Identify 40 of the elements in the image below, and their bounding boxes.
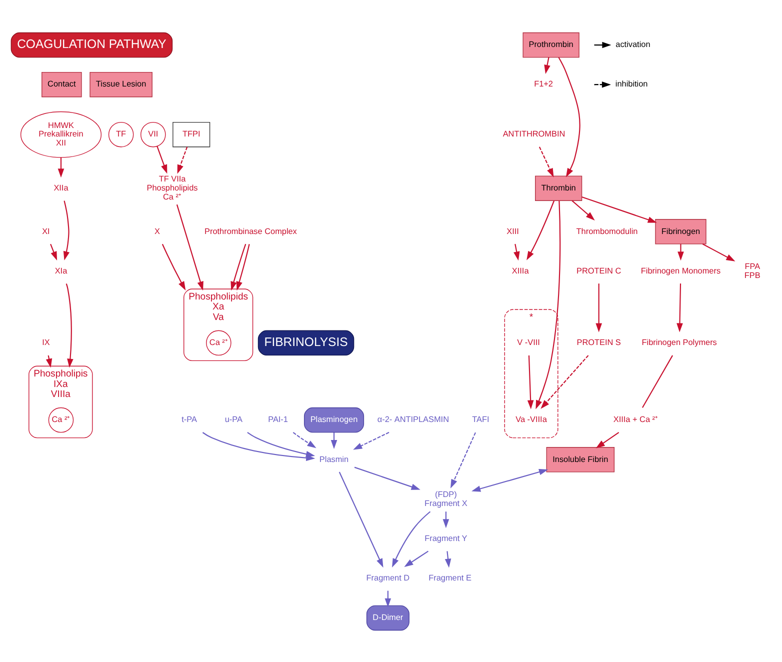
arrow — [572, 200, 595, 220]
arrow — [514, 243, 520, 260]
arrow — [58, 156, 64, 178]
arrow — [236, 243, 250, 290]
connector — [642, 354, 674, 408]
arrow — [540, 354, 589, 408]
arrow — [450, 432, 476, 488]
arrow — [404, 550, 429, 567]
arrow — [63, 200, 70, 260]
node-label: * — [529, 311, 534, 322]
node-box: FIBRINOLYSIS — [258, 330, 354, 356]
arrow — [392, 510, 431, 568]
arrow — [353, 431, 390, 450]
arrow — [292, 432, 316, 448]
arrow — [230, 243, 246, 290]
arrow — [536, 200, 561, 409]
arrow — [544, 56, 550, 74]
arrow — [596, 283, 602, 332]
arrow — [702, 243, 736, 261]
arrow — [247, 432, 316, 457]
arrow — [177, 146, 188, 174]
arrow — [472, 468, 548, 492]
arrow — [66, 283, 74, 368]
arrow — [678, 244, 684, 260]
arrow — [558, 56, 580, 177]
arrow — [162, 243, 186, 290]
arrow — [338, 471, 384, 568]
arrow — [596, 431, 620, 448]
arrow — [527, 354, 534, 409]
arrow — [538, 146, 554, 177]
cluster — [504, 308, 558, 438]
arrow — [526, 200, 555, 260]
node-box: COAGULATION PATHWAY — [10, 32, 173, 58]
arrow — [444, 550, 452, 568]
arrow — [582, 196, 657, 222]
arrow — [354, 466, 420, 490]
arrow — [176, 204, 204, 290]
arrow — [156, 146, 168, 174]
arrow — [676, 283, 683, 332]
arrow — [50, 243, 58, 260]
